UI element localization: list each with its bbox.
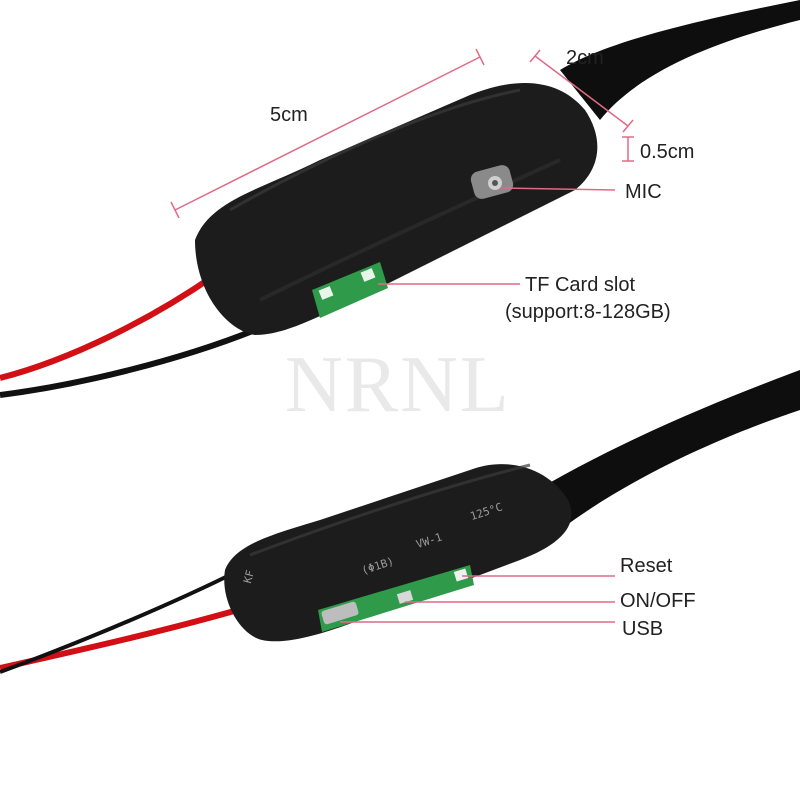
top-module (0, 0, 800, 398)
reset-button (453, 568, 469, 582)
mic-label: MIC (625, 181, 662, 203)
width-dimension-line (534, 55, 629, 127)
watermark-text: NRNL (285, 341, 511, 429)
onoff-switch (396, 590, 414, 604)
thickness-label: 0.5cm (640, 141, 695, 163)
top-black-wire (0, 327, 257, 398)
bottom-pcb (318, 565, 474, 632)
tf-card-slot (312, 262, 388, 318)
dimension-lines-top (170, 48, 634, 285)
top-module-body (195, 83, 598, 335)
bottom-black-wire (0, 568, 241, 674)
print-edge: KF (241, 569, 257, 585)
tf-slot-support-label: (support:8-128GB) (505, 301, 671, 323)
reset-label: Reset (620, 555, 673, 577)
onoff-label: ON/OFF (620, 590, 696, 612)
length-label: 5cm (270, 104, 308, 126)
bottom-ribbon-cable (520, 370, 800, 530)
tf-slot-label: TF Card slot (525, 274, 636, 296)
top-ribbon-cable (560, 0, 800, 120)
width-label: 2cm (566, 47, 604, 69)
bottom-module: (Φ1B) VW-1 125°C KF (0, 370, 800, 674)
mic-hole (470, 165, 514, 199)
bottom-module-body (224, 464, 572, 642)
mic-leader-line (499, 187, 616, 191)
usb-label: USB (622, 618, 664, 640)
dimension-lines-bottom (340, 575, 615, 623)
usb-port (321, 601, 359, 625)
length-dimension-line (174, 56, 481, 211)
top-red-wire (0, 272, 217, 381)
